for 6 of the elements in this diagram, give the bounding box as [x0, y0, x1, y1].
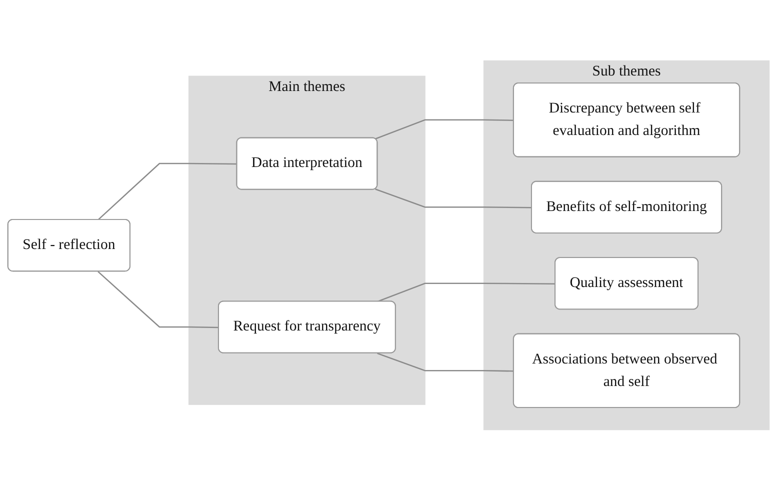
connector [375, 188, 532, 209]
connector [375, 119, 514, 140]
connector [377, 352, 514, 372]
connector [98, 163, 238, 221]
connector [377, 282, 556, 303]
connector [98, 271, 219, 328]
